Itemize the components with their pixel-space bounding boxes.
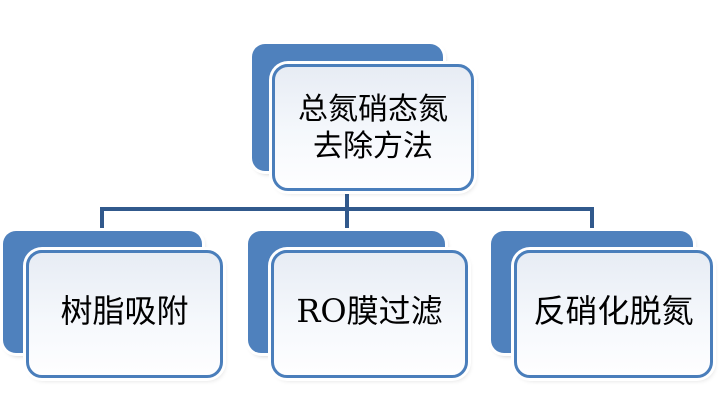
node-child-1-front-panel: 树脂吸附	[26, 250, 223, 378]
connector-drop-right	[590, 209, 594, 231]
node-root-label: 总氮硝态氮 去除方法	[298, 91, 448, 165]
node-root-front-panel: 总氮硝态氮 去除方法	[272, 64, 474, 191]
connector-root-stem	[345, 171, 349, 211]
connector-drop-left	[100, 209, 104, 231]
node-root-label-line1: 总氮硝态氮	[298, 91, 448, 127]
node-child-1-label: 树脂吸附	[60, 292, 189, 330]
connector-drop-center	[345, 209, 349, 231]
node-child-2-front-panel: RO膜过滤	[271, 250, 468, 378]
node-root-label-line2: 去除方法	[313, 128, 433, 164]
node-child-2-label: RO膜过滤	[296, 292, 443, 330]
node-child-3-front-panel: 反硝化脱氮	[514, 250, 713, 378]
node-child-3-label: 反硝化脱氮	[533, 292, 694, 330]
